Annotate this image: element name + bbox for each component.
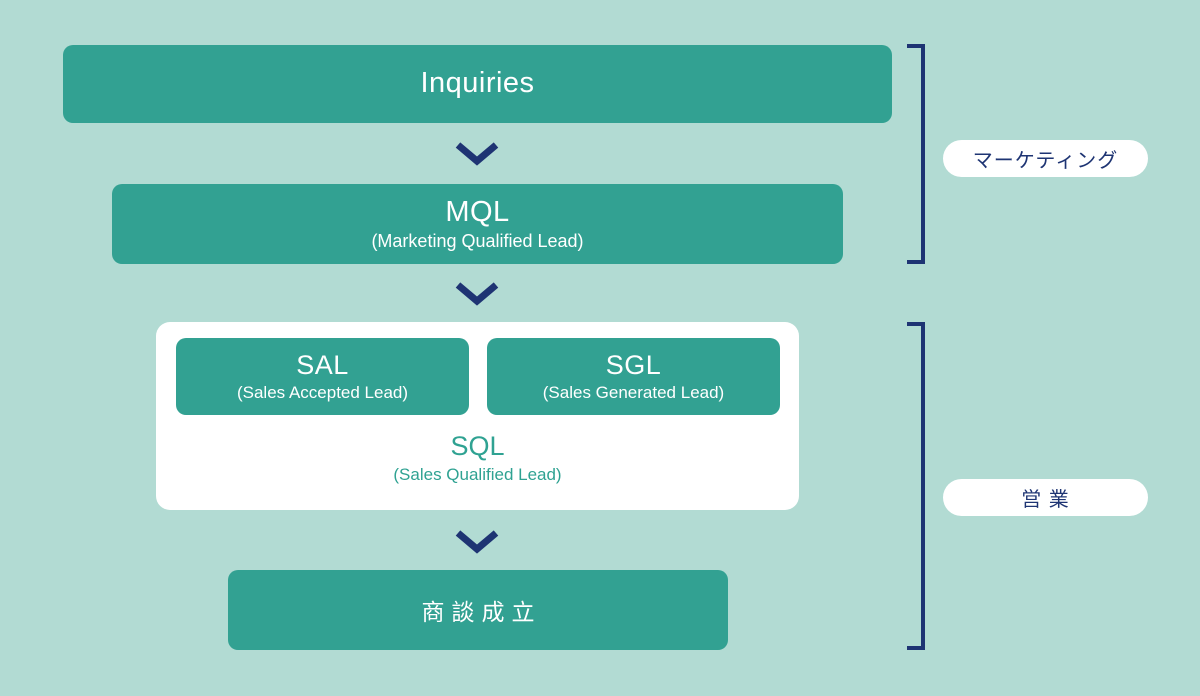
marketing-label: マーケティング (972, 150, 1119, 172)
sal-label: SAL (296, 349, 349, 380)
marketing-label-pill: マーケティング (943, 140, 1148, 177)
sql-label: SQL (450, 431, 505, 461)
sql-sublabel: (Sales Qualified Lead) (393, 465, 562, 485)
chevron-down-icon (455, 142, 499, 166)
sgl-sublabel: (Sales Generated Lead) (542, 382, 725, 402)
sales-label: 営 業 (1021, 489, 1070, 511)
sgl-label: SGL (605, 349, 662, 380)
sql-caption: SQL (Sales Qualified Lead) (156, 430, 799, 486)
chevron-down-icon (455, 530, 499, 554)
sgl-box: SGL (Sales Generated Lead) (487, 338, 780, 415)
deal-closed-box: 商談成立 (228, 570, 728, 650)
sales-bracket (907, 322, 925, 650)
sales-label-pill: 営 業 (943, 479, 1148, 516)
mql-label: MQL (445, 195, 510, 228)
deal-closed-label: 商談成立 (421, 599, 542, 625)
sal-box: SAL (Sales Accepted Lead) (176, 338, 469, 415)
inquiries-box: Inquiries (63, 45, 892, 123)
inquiries-label: Inquiries (420, 67, 535, 100)
mql-box: MQL (Marketing Qualified Lead) (112, 184, 843, 264)
mql-sublabel: (Marketing Qualified Lead) (371, 230, 584, 251)
chevron-down-icon (455, 282, 499, 306)
sal-sublabel: (Sales Accepted Lead) (236, 382, 409, 402)
marketing-bracket (907, 44, 925, 264)
